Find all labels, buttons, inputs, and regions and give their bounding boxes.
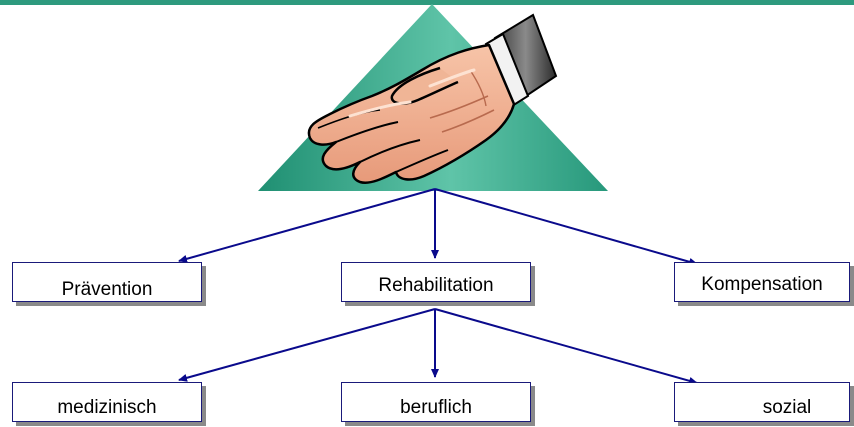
connectors-level-1: [178, 188, 698, 266]
connector-to-sozial: [434, 308, 698, 385]
box-praevention: Prävention: [12, 262, 202, 302]
box-praevention-label: Prävention: [61, 279, 153, 300]
connector-to-kompensation: [434, 188, 698, 266]
box-rehabilitation-label: Rehabilitation: [378, 275, 494, 296]
connector-to-praevention: [178, 188, 436, 263]
box-sozial-label: sozial: [762, 397, 812, 418]
box-beruflich-label: beruflich: [400, 397, 472, 418]
connectors-level-2: [178, 308, 698, 385]
box-sozial: sozial: [674, 382, 850, 422]
connector-to-medizinisch: [178, 308, 436, 382]
box-medizinisch: medizinisch: [12, 382, 202, 422]
box-kompensation-label: Kompensation: [701, 274, 823, 295]
box-medizinisch-label: medizinisch: [57, 397, 157, 418]
top-accent-bar: [0, 0, 854, 5]
box-beruflich: beruflich: [341, 382, 531, 422]
box-rehabilitation: Rehabilitation: [341, 262, 531, 302]
open-hand-icon: [307, 13, 558, 184]
box-kompensation: Kompensation: [674, 262, 850, 302]
